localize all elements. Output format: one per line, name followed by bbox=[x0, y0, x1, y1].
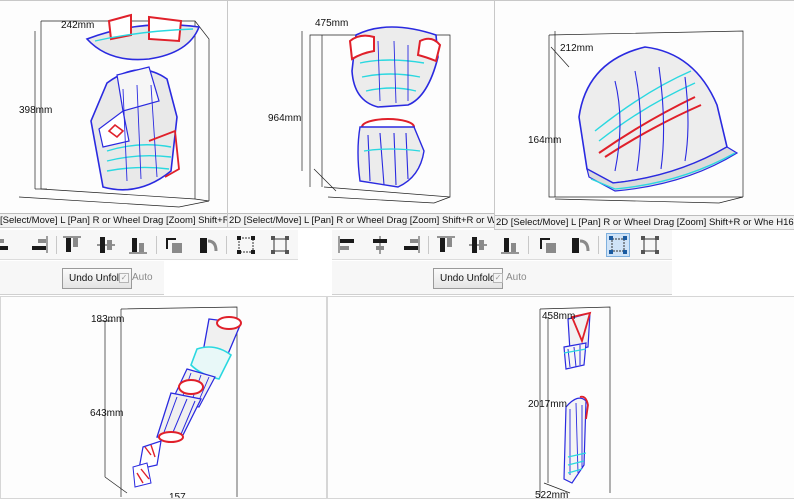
align-left-icon[interactable] bbox=[336, 233, 360, 257]
align-top-icon[interactable] bbox=[60, 233, 84, 257]
dim-label: 475mm bbox=[315, 18, 349, 29]
dim-label: 183mm bbox=[91, 314, 125, 325]
auto-label: Auto bbox=[506, 272, 527, 283]
align-bottom-icon[interactable] bbox=[126, 233, 150, 257]
undo-unfold-button[interactable]: Undo Unfold bbox=[62, 268, 132, 289]
status-bar: 2D [Select/Move] L [Pan] R or Wheel Drag… bbox=[495, 215, 794, 229]
dim-label: 164mm bbox=[528, 135, 562, 146]
shoulder-view[interactable]: 212mm 164mm 2D [Select/Move] L [Pan] R o… bbox=[494, 0, 794, 230]
rotate-left-icon[interactable] bbox=[162, 233, 186, 257]
align-right-icon[interactable] bbox=[398, 233, 422, 257]
rotate-left-icon[interactable] bbox=[536, 233, 560, 257]
dim-label: 643mm bbox=[90, 408, 124, 419]
ungroup-icon[interactable] bbox=[638, 233, 662, 257]
shoulder-model bbox=[548, 30, 744, 204]
dim-label: 212mm bbox=[560, 43, 594, 54]
auto-checkbox[interactable]: ✓ bbox=[493, 273, 503, 283]
ungroup-icon[interactable] bbox=[268, 233, 292, 257]
dim-label: 964mm bbox=[268, 113, 302, 124]
dim-label: 458mm bbox=[542, 311, 576, 322]
group-select-icon[interactable] bbox=[234, 233, 258, 257]
separator bbox=[226, 236, 227, 254]
separator bbox=[156, 236, 157, 254]
leg-view[interactable]: 458mm 2017mm 522mm bbox=[327, 296, 794, 499]
align-center-icon[interactable] bbox=[0, 233, 18, 257]
align-right-icon[interactable] bbox=[26, 233, 50, 257]
arm-view[interactable]: 183mm 643mm 157 bbox=[0, 296, 327, 499]
dim-label: 157 bbox=[169, 492, 186, 499]
separator bbox=[56, 236, 57, 254]
separator bbox=[598, 236, 599, 254]
auto-label: Auto bbox=[132, 272, 153, 283]
dim-label: 522mm bbox=[535, 490, 569, 499]
separator bbox=[528, 236, 529, 254]
separator bbox=[428, 236, 429, 254]
align-toolbar-right bbox=[332, 230, 672, 260]
helmet-model bbox=[18, 13, 210, 208]
group-select-icon[interactable] bbox=[606, 233, 630, 257]
status-bar: [Select/Move] L [Pan] R or Wheel Drag [Z… bbox=[0, 213, 228, 227]
unfold-bar-left: Undo Unfold ✓ Auto bbox=[0, 261, 164, 295]
torso-model bbox=[301, 26, 451, 204]
dim-label: 242mm bbox=[61, 20, 95, 31]
align-toolbar-left bbox=[0, 230, 298, 260]
unfold-bar-right: Undo Unfold ✓ Auto bbox=[332, 261, 672, 295]
align-center-icon[interactable] bbox=[368, 233, 392, 257]
align-middle-icon[interactable] bbox=[466, 233, 490, 257]
torso-view[interactable]: 475mm 964mm 2D [Select/Move] L [Pan] R o… bbox=[227, 0, 495, 228]
status-bar: 2D [Select/Move] L [Pan] R or Wheel Drag… bbox=[228, 213, 494, 227]
dim-label: 398mm bbox=[19, 105, 53, 116]
helmet-view[interactable]: 242mm 398mm [Select/Move] L [Pan] R or W… bbox=[0, 0, 228, 228]
flip-icon[interactable] bbox=[568, 233, 592, 257]
align-top-icon[interactable] bbox=[434, 233, 458, 257]
auto-checkbox[interactable]: ✓ bbox=[119, 273, 129, 283]
align-bottom-icon[interactable] bbox=[498, 233, 522, 257]
align-middle-icon[interactable] bbox=[94, 233, 118, 257]
flip-icon[interactable] bbox=[196, 233, 220, 257]
leg-model bbox=[539, 306, 611, 497]
dim-label: 2017mm bbox=[528, 399, 567, 410]
arm-model bbox=[99, 306, 242, 497]
